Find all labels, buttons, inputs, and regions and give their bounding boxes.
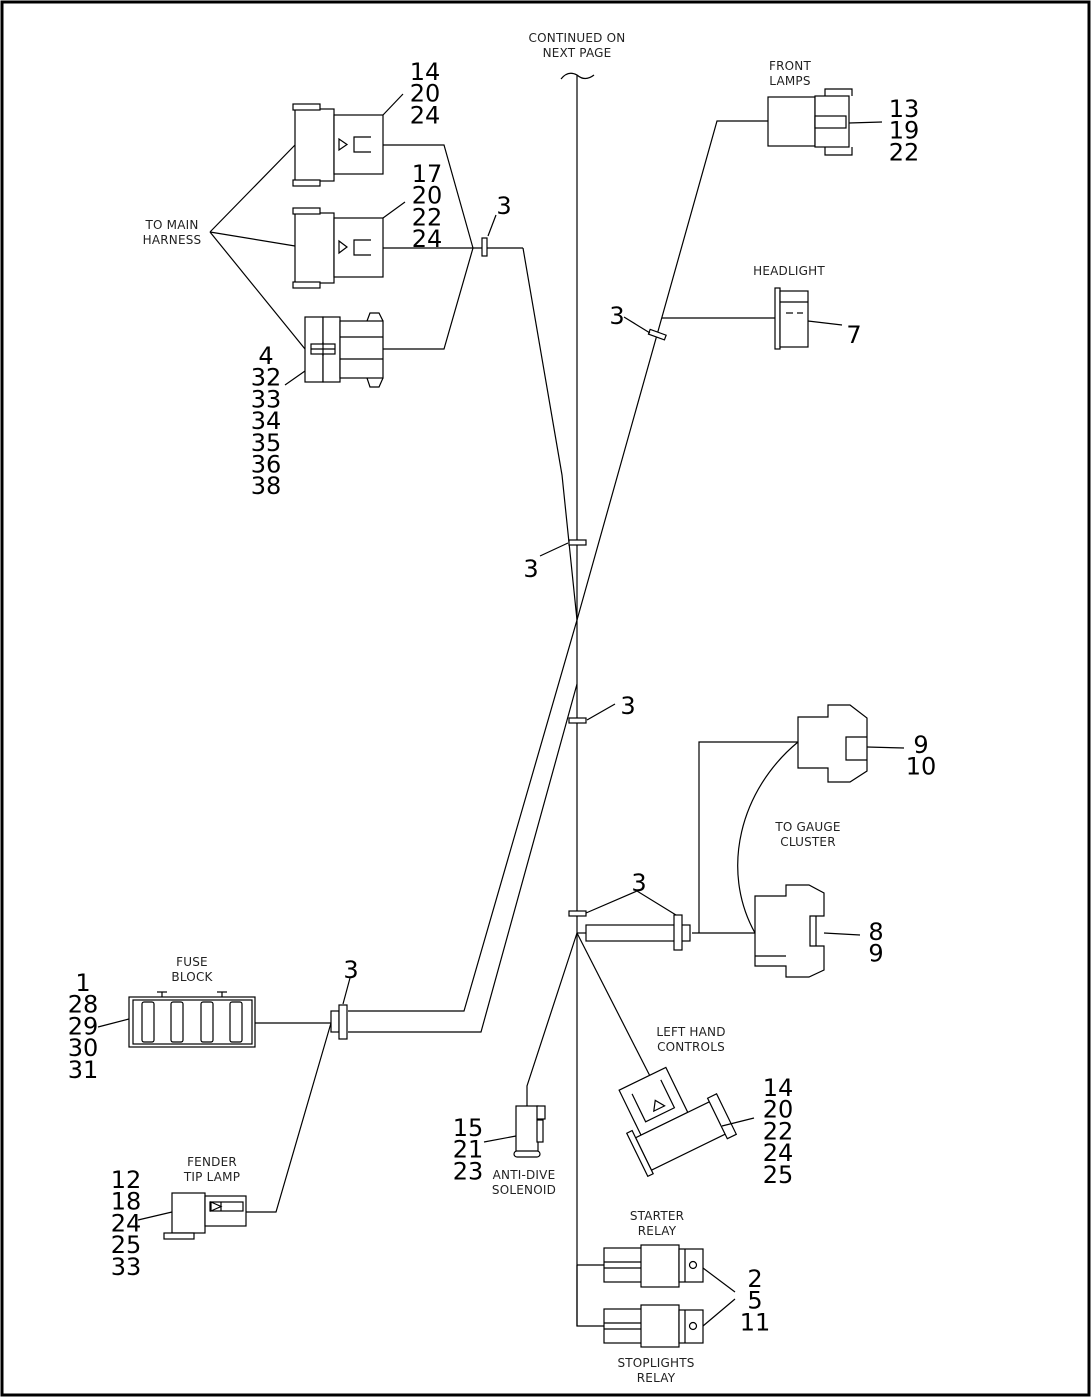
callout-fender-tip-lamp-2: 24 [111, 1209, 142, 1237]
label-starter-relay-0: STARTER [630, 1209, 684, 1223]
label-to-main-harness-1: HARNESS [143, 233, 202, 247]
callout-relays-2: 11 [740, 1308, 771, 1336]
anti-dive-solenoid [483, 932, 578, 1158]
callout-conn-low-6: 38 [251, 472, 282, 500]
label-fender-tip-lamp-0: FENDER [187, 1155, 237, 1169]
callout-fender-tip-lamp-3: 25 [111, 1231, 142, 1259]
callout-gauge-upper-1: 10 [906, 753, 937, 781]
callout-clip-mid-upper-0: 3 [523, 555, 538, 583]
callout-anti-dive-2: 23 [453, 1157, 484, 1185]
callout-front-lamps-0: 13 [889, 95, 920, 123]
connector-mid [292, 201, 406, 289]
label-left-hand-controls-0: LEFT HAND [656, 1025, 725, 1039]
gauge-clip [673, 914, 683, 951]
mid-clips [539, 539, 616, 724]
callout-conn-mid-3: 24 [412, 225, 443, 253]
callout-headlight-0: 7 [846, 321, 861, 349]
label-starter-relay-1: RELAY [638, 1224, 677, 1238]
fuse-clip [338, 1004, 348, 1040]
callout-left-hand-controls-4: 25 [763, 1161, 794, 1189]
label-stoplights-relay-0: STOPLIGHTS [617, 1356, 694, 1370]
gauge-connector-lower [754, 884, 861, 978]
callout-conn-top-0: 14 [410, 58, 441, 86]
label-to-gauge-cluster-0: TO GAUGE [774, 820, 840, 834]
callout-fender-tip-lamp-4: 33 [111, 1253, 142, 1281]
fuse-block [97, 977, 351, 1048]
label-to-main-harness-0: TO MAIN [144, 218, 198, 232]
label-continued-0: CONTINUED ON [529, 31, 626, 45]
connector-top [292, 93, 404, 187]
callout-fuse-block-3: 30 [68, 1034, 99, 1062]
callout-clip-gauge-0: 3 [631, 869, 646, 897]
label-anti-dive-solenoid-1: SOLENOID [492, 1183, 556, 1197]
stoplights-relay [576, 1265, 704, 1348]
callout-fuse-block-4: 31 [68, 1056, 99, 1084]
headlight-clip [647, 328, 667, 341]
callout-conn-low-4: 35 [251, 429, 282, 457]
callout-conn-mid-0: 17 [412, 160, 443, 188]
callout-conn-low-0: 4 [258, 342, 273, 370]
callout-fuse-block-2: 29 [68, 1012, 99, 1040]
label-left-hand-controls-1: CONTROLS [657, 1040, 725, 1054]
gauge-leads [568, 741, 799, 951]
relay-callout-leads [702, 1267, 736, 1327]
callout-anti-dive-1: 21 [453, 1136, 484, 1164]
callout-clip-harness-0: 3 [496, 192, 511, 220]
label-front-lamps-1: LAMPS [769, 74, 810, 88]
gauge-connector-upper [797, 704, 905, 783]
callout-conn-top-2: 24 [410, 101, 441, 129]
callout-front-lamps-1: 19 [889, 117, 920, 145]
callout-left-hand-controls-2: 22 [763, 1117, 794, 1145]
harness-bundle [383, 144, 578, 621]
callout-conn-low-5: 36 [251, 451, 282, 479]
main-trunk [560, 72, 595, 1326]
callout-front-lamps-2: 22 [889, 138, 920, 166]
callout-fuse-block-1: 28 [68, 991, 99, 1019]
left-hand-controls [576, 932, 755, 1178]
callout-relays-1: 5 [747, 1287, 762, 1315]
callout-left-hand-controls-1: 20 [763, 1096, 794, 1124]
label-fuse-block-1: BLOCK [171, 970, 213, 984]
callout-conn-low-3: 34 [251, 407, 282, 435]
callout-clip-headlight-0: 3 [609, 302, 624, 330]
callout-conn-mid-1: 20 [412, 182, 443, 210]
callout-left-hand-controls-0: 14 [763, 1074, 794, 1102]
label-front-lamps-0: FRONT [769, 59, 811, 73]
main-harness-leads [209, 144, 306, 350]
callout-gauge-lower-0: 8 [868, 918, 883, 946]
callout-anti-dive-0: 15 [453, 1114, 484, 1142]
front-lamps-connector [767, 88, 883, 156]
callout-conn-mid-2: 22 [412, 203, 443, 231]
callout-clip-mid-lower-0: 3 [620, 692, 635, 720]
callout-conn-top-1: 20 [410, 80, 441, 108]
fuse-leads [348, 619, 578, 1033]
callout-fuse-block-0: 1 [75, 969, 90, 997]
callout-fender-tip-lamp-1: 18 [111, 1188, 142, 1216]
callout-conn-low-1: 32 [251, 364, 282, 392]
callout-gauge-upper-0: 9 [913, 731, 928, 759]
callout-relays-0: 2 [747, 1265, 762, 1293]
connector-low [284, 312, 384, 388]
label-fender-tip-lamp-1: TIP LAMP [183, 1170, 240, 1184]
headlight-connector [774, 287, 843, 350]
label-fuse-block-0: FUSE [176, 955, 208, 969]
callout-gauge-lower-1: 9 [868, 940, 883, 968]
callout-clip-fuse-0: 3 [343, 956, 358, 984]
starter-relay [577, 1244, 704, 1288]
harness-clip [481, 237, 488, 257]
label-continued-1: NEXT PAGE [543, 46, 612, 60]
label-to-gauge-cluster-1: CLUSTER [780, 835, 836, 849]
label-headlight-0: HEADLIGHT [753, 264, 825, 278]
front-lamps-lead [576, 120, 775, 621]
callout-conn-low-2: 33 [251, 385, 282, 413]
label-stoplights-relay-1: RELAY [637, 1371, 676, 1385]
callout-left-hand-controls-3: 24 [763, 1139, 794, 1167]
callout-fender-tip-lamp-0: 12 [111, 1166, 142, 1194]
label-anti-dive-solenoid-0: ANTI-DIVE [493, 1168, 556, 1182]
fender-tip-lamp [137, 1022, 332, 1240]
